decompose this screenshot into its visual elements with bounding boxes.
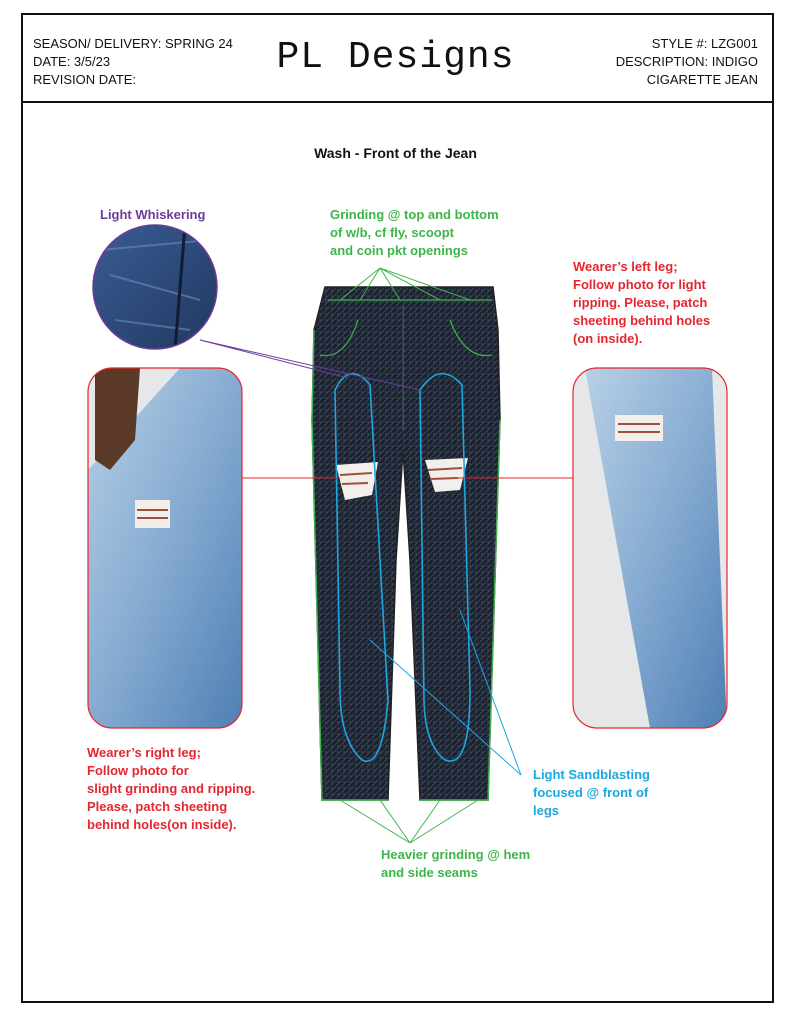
note-line: behind holes(on inside).	[87, 817, 237, 832]
revision-date: REVISION DATE:	[33, 72, 137, 87]
note-hem: Heavier grinding @ hem and side seams	[381, 846, 530, 882]
right-leg-photo	[88, 368, 242, 728]
note-line: Heavier grinding @ hem	[381, 847, 531, 862]
note-line: Follow photo for light	[573, 277, 706, 292]
note-left-leg: Wearer’s left leg; Follow photo for ligh…	[573, 258, 710, 348]
note-line: slight grinding and ripping.	[87, 781, 256, 796]
note-line: Wearer’s left leg;	[573, 259, 678, 274]
note-line: Please, patch sheeting	[87, 799, 228, 814]
note-line: ripping. Please, patch	[573, 295, 708, 310]
date: DATE: 3/5/23	[33, 54, 111, 69]
page-frame	[21, 13, 774, 1003]
note-grinding-top: Grinding @ top and bottom of w/b, cf fly…	[330, 206, 499, 260]
note-line: Follow photo for	[87, 763, 189, 778]
note-line: (on inside).	[573, 331, 643, 346]
note-line: focused @ front of	[533, 785, 649, 800]
style-number: STYLE #: LZG001	[651, 36, 758, 51]
header-right: STYLE #: LZG001 DESCRIPTION: INDIGO CIGA…	[616, 35, 758, 89]
jean-illustration	[311, 286, 501, 801]
note-line: of w/b, cf fly, scoopt	[330, 225, 454, 240]
note-sandblasting: Light Sandblasting focused @ front of le…	[533, 766, 650, 820]
note-line: and coin pkt openings	[330, 243, 468, 258]
header-left: SEASON/ DELIVERY: SPRING 24 DATE: 3/5/23…	[33, 35, 233, 89]
brand-title: PL Designs	[276, 36, 515, 79]
season-delivery: SEASON/ DELIVERY: SPRING 24	[33, 36, 233, 51]
leader-lines	[199, 267, 573, 844]
note-whiskering: Light Whiskering	[100, 207, 206, 222]
note-line: legs	[533, 803, 560, 818]
note-right-leg: Wearer’s right leg; Follow photo for sli…	[87, 744, 255, 834]
section-title: Wash - Front of the Jean	[314, 145, 477, 161]
note-line: Grinding @ top and bottom	[330, 207, 499, 222]
whiskering-photo	[93, 225, 217, 349]
note-line: sheeting behind holes	[573, 313, 711, 328]
note-line: and side seams	[381, 865, 478, 880]
left-leg-photo	[573, 368, 727, 728]
note-line: Light Sandblasting	[533, 767, 650, 782]
description: DESCRIPTION: INDIGO	[615, 54, 758, 69]
description-line2: CIGARETTE JEAN	[646, 72, 758, 87]
header-divider	[21, 101, 774, 103]
note-line: Wearer’s right leg;	[87, 745, 201, 760]
